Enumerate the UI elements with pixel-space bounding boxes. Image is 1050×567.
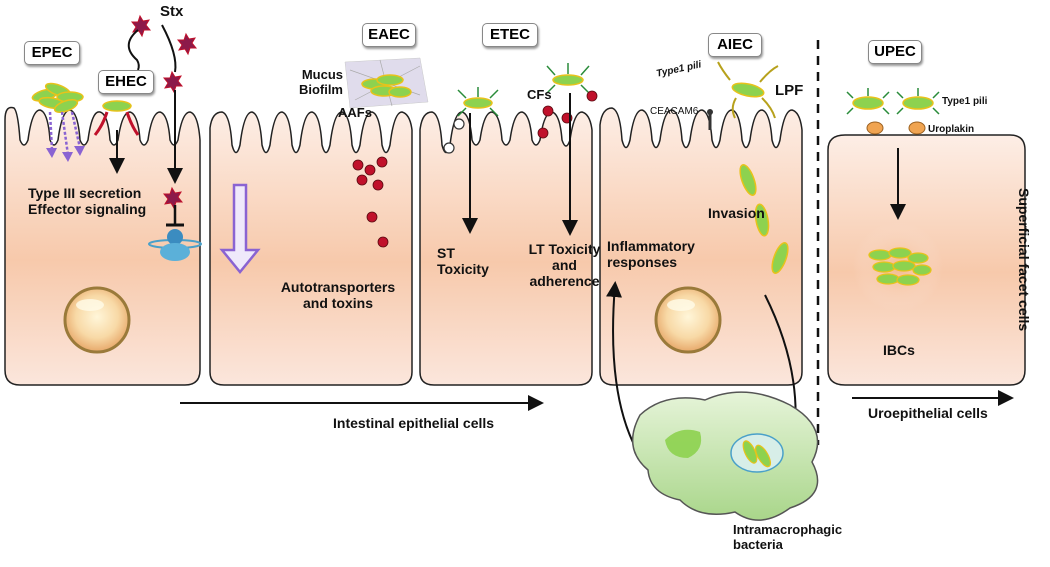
- strain-box-aiec: AIEC: [708, 33, 762, 57]
- type1-pili-upec-label: Type1 pili: [942, 96, 988, 107]
- aiec-bacteria-icon: [717, 61, 779, 119]
- macrophage-icon: [631, 391, 819, 521]
- uroplakin-label: Uroplakin: [928, 124, 975, 135]
- aiec-invading-bacteria-icon: [739, 164, 789, 274]
- mucus-biofilm-label: Mucus Biofilm: [298, 67, 343, 97]
- ceacam6-receptor-icon: [707, 109, 713, 130]
- intramacrophagic-label: Intramacrophagic bacteria: [733, 522, 843, 552]
- nucleus-icon: [654, 286, 722, 354]
- ceacam6-label: CEACAM6: [650, 106, 699, 117]
- st-toxicity-label: ST Toxicity: [437, 245, 489, 278]
- ibc-cluster-icon: [853, 222, 943, 312]
- mucus-biofilm-icon: [344, 57, 429, 109]
- superficial-label: Superficial facet cells: [1016, 188, 1032, 332]
- lt-toxicity-label: LT Toxicity and adherence: [528, 241, 601, 290]
- nucleus-icon: [63, 286, 131, 354]
- uroepithelial-label: Uroepithelial cells: [868, 405, 988, 421]
- epec-bacteria-icon: [31, 82, 84, 113]
- etec-bacteria-icon: [457, 63, 590, 117]
- effector-arrows: [46, 111, 85, 162]
- purple-down-arrow: [219, 183, 261, 274]
- intestinal-label: Intestinal epithelial cells: [333, 415, 495, 431]
- stx-path: [161, 24, 177, 73]
- strain-box-etec: ETEC: [482, 23, 538, 47]
- stx-path: [127, 29, 140, 71]
- upec-bacteria-icon: [846, 88, 940, 135]
- ribosome-icon: [148, 229, 202, 261]
- type3-secretion-label: Type III secretion Effector signaling: [28, 185, 147, 218]
- etec-toxin-icon: [443, 118, 465, 154]
- inflammatory-label: Inflammatory responses: [607, 238, 695, 271]
- epithelial-cell-3: [419, 111, 593, 386]
- epithelial-cell-1: [4, 106, 201, 386]
- invasion-label: Invasion: [708, 205, 765, 221]
- strain-box-epec: EPEC: [24, 41, 80, 65]
- ehec-bacteria-icon: [93, 100, 140, 136]
- autotransporters-label: Autotransporters and toxins: [280, 279, 396, 312]
- strain-box-upec: UPEC: [868, 40, 922, 64]
- cfs-label: CFs: [527, 87, 552, 102]
- eaec-toxin-icon: [352, 156, 389, 248]
- strain-box-ehec: EHEC: [98, 70, 154, 94]
- aafs-label: AAFs: [338, 105, 372, 120]
- ibcs-label: IBCs: [883, 342, 915, 358]
- stx-label: Stx: [160, 3, 184, 20]
- strain-box-eaec: EAEC: [362, 23, 416, 47]
- lpf-label: LPF: [775, 82, 804, 99]
